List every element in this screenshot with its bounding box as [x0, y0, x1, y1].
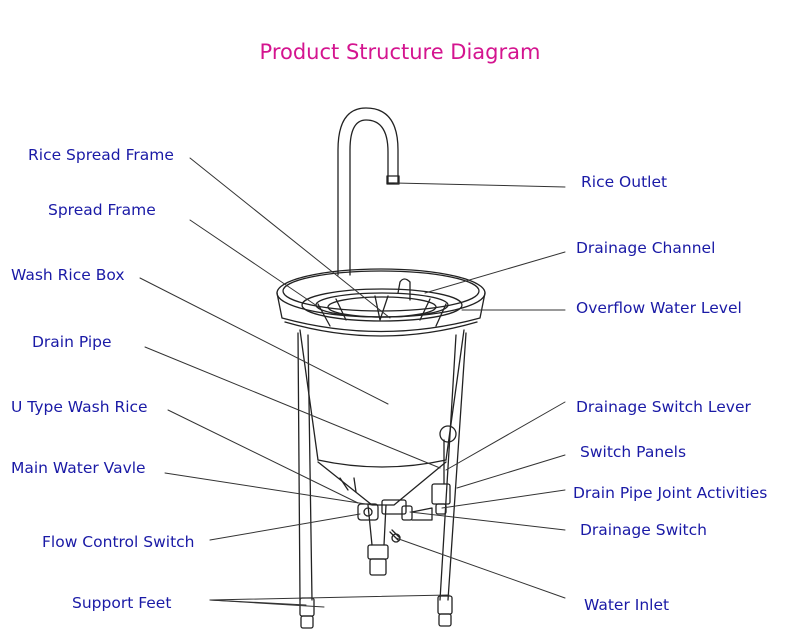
label-overflow-water-level: Overflow Water Level [576, 299, 742, 317]
valve-assembly [357, 425, 457, 543]
label-wash-rice-box: Wash Rice Box [11, 266, 125, 284]
support-legs [297, 332, 467, 629]
wash-rice-box-rim [276, 268, 486, 337]
wash-rice-box-body [299, 329, 465, 506]
label-drain-pipe-joint-activities: Drain Pipe Joint Activities [573, 484, 768, 502]
label-spread-frame: Spread Frame [48, 201, 156, 219]
label-rice-spread-frame: Rice Spread Frame [28, 146, 174, 164]
label-support-feet: Support Feet [72, 594, 172, 612]
label-flow-control-switch: Flow Control Switch [42, 533, 195, 551]
label-switch-panels: Switch Panels [580, 443, 687, 461]
rice-outlet-pipe [337, 107, 400, 276]
label-rice-outlet: Rice Outlet [581, 173, 668, 191]
label-drainage-switch: Drainage Switch [580, 521, 707, 539]
label-drain-pipe: Drain Pipe [32, 333, 112, 351]
label-water-inlet: Water Inlet [584, 596, 670, 614]
spread-frame [301, 278, 463, 327]
leader-lines [139, 157, 566, 608]
label-u-type-wash-rice: U Type Wash Rice [11, 398, 148, 416]
label-drainage-channel: Drainage Channel [576, 239, 716, 257]
label-drainage-switch-lever: Drainage Switch Lever [576, 398, 751, 416]
diagram-title: Product Structure Diagram [259, 40, 541, 64]
label-main-water-valve: Main Water Vavle [11, 459, 146, 477]
